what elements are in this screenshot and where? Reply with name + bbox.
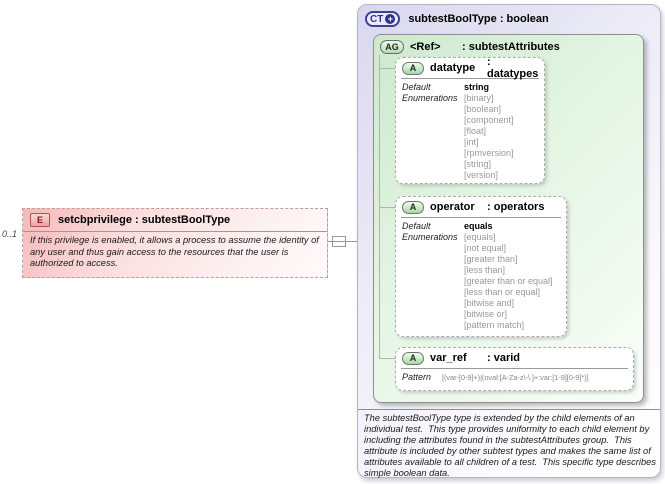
element-description: If this privilege is enabled, it allows … — [30, 235, 322, 268]
facet-row: Default string — [402, 82, 538, 93]
attribute-badge-icon: A — [402, 61, 424, 75]
tree-connector-line — [379, 55, 380, 358]
facet-label: Enumerations — [402, 93, 458, 103]
connector-line — [346, 241, 357, 242]
facet-default-value: string — [464, 82, 490, 92]
attribute-group-ref: <Ref> — [410, 41, 441, 53]
expand-collapse-handle-icon[interactable] — [332, 236, 346, 247]
tree-connector-line — [379, 68, 395, 69]
facet-row: Enumerations [equals] [not equal] [great… — [402, 232, 560, 331]
attribute-header[interactable]: A var_ref : varid — [396, 348, 633, 368]
attribute-header[interactable]: A datatype : datatypes — [396, 56, 544, 80]
attribute-box-var-ref[interactable]: A var_ref : varid Pattern [(var-[0-9]+)|… — [395, 347, 634, 391]
connector-line — [328, 241, 332, 242]
attribute-facets: Pattern [(var-[0-9]+)|(oval:[A-Za-z\-\.]… — [396, 371, 633, 386]
complex-type-annotation: The subtestBoolType type is extended by … — [364, 413, 659, 478]
attribute-name: operator — [430, 201, 475, 213]
cardinality-label: 0..1 — [2, 229, 18, 239]
divider — [401, 217, 561, 218]
attribute-box-datatype[interactable]: A datatype : datatypes Default string En… — [395, 56, 545, 184]
complex-type-header[interactable]: CT + subtestBoolType : boolean — [365, 11, 549, 27]
attribute-box-operator[interactable]: A operator : operators Default equals En… — [395, 196, 567, 337]
attribute-name: datatype — [430, 62, 476, 74]
facet-label: Default — [402, 221, 431, 231]
attribute-type: : varid — [487, 352, 521, 364]
attribute-facets: Default equals Enumerations [equals] [no… — [396, 220, 566, 334]
attribute-badge-icon: A — [402, 200, 424, 214]
attribute-group-header[interactable]: AG <Ref> : subtestAttributes — [380, 40, 560, 54]
attribute-group-type: : subtestAttributes — [462, 41, 560, 53]
complex-type-badge-label: CT — [370, 13, 384, 25]
attribute-facets: Default string Enumerations [binary] [bo… — [396, 81, 544, 184]
facet-row: Enumerations [binary] [boolean] [compone… — [402, 93, 538, 181]
tree-connector-line — [379, 358, 395, 359]
facet-row: Default equals — [402, 221, 560, 232]
facet-pattern-value: [(var-[0-9]+)|(oval:[A-Za-z\-\.]+:var:[1… — [442, 373, 589, 382]
facet-label: Default — [402, 82, 431, 92]
element-header[interactable]: E setcbprivilege : subtestBoolType — [23, 209, 327, 232]
element-title: setcbprivilege : subtestBoolType — [58, 214, 231, 226]
element-box-setcbprivilege[interactable]: E setcbprivilege : subtestBoolType If th… — [22, 208, 328, 278]
complex-type-title: subtestBoolType : boolean — [408, 13, 549, 25]
attribute-name: var_ref — [430, 352, 467, 364]
attribute-group-badge-icon: AG — [380, 40, 404, 54]
attribute-type: : datatypes — [487, 56, 539, 80]
facet-enumeration-list: [equals] [not equal] [greater than] [les… — [464, 232, 553, 330]
divider — [358, 409, 660, 410]
plus-icon: + — [385, 14, 396, 24]
complex-type-box-subtestBoolType[interactable]: CT + subtestBoolType : boolean AG <Ref> … — [357, 4, 661, 478]
facet-row: Pattern [(var-[0-9]+)|(oval:[A-Za-z\-\.]… — [402, 372, 627, 383]
facet-label: Pattern — [402, 372, 432, 382]
facet-label: Enumerations — [402, 232, 458, 242]
element-badge-icon: E — [30, 213, 50, 227]
complex-type-badge-icon: CT + — [365, 11, 401, 27]
attribute-type: : operators — [487, 201, 545, 213]
attribute-header[interactable]: A operator : operators — [396, 197, 566, 217]
attribute-badge-icon: A — [402, 351, 424, 365]
facet-enumeration-list: [binary] [boolean] [component] [float] [… — [464, 93, 514, 180]
facet-default-value: equals — [464, 221, 493, 231]
divider — [401, 78, 539, 79]
attribute-group-box-subtestAttributes[interactable]: AG <Ref> : subtestAttributes A datatype … — [373, 34, 644, 403]
divider — [401, 368, 628, 369]
tree-connector-line — [379, 207, 395, 208]
